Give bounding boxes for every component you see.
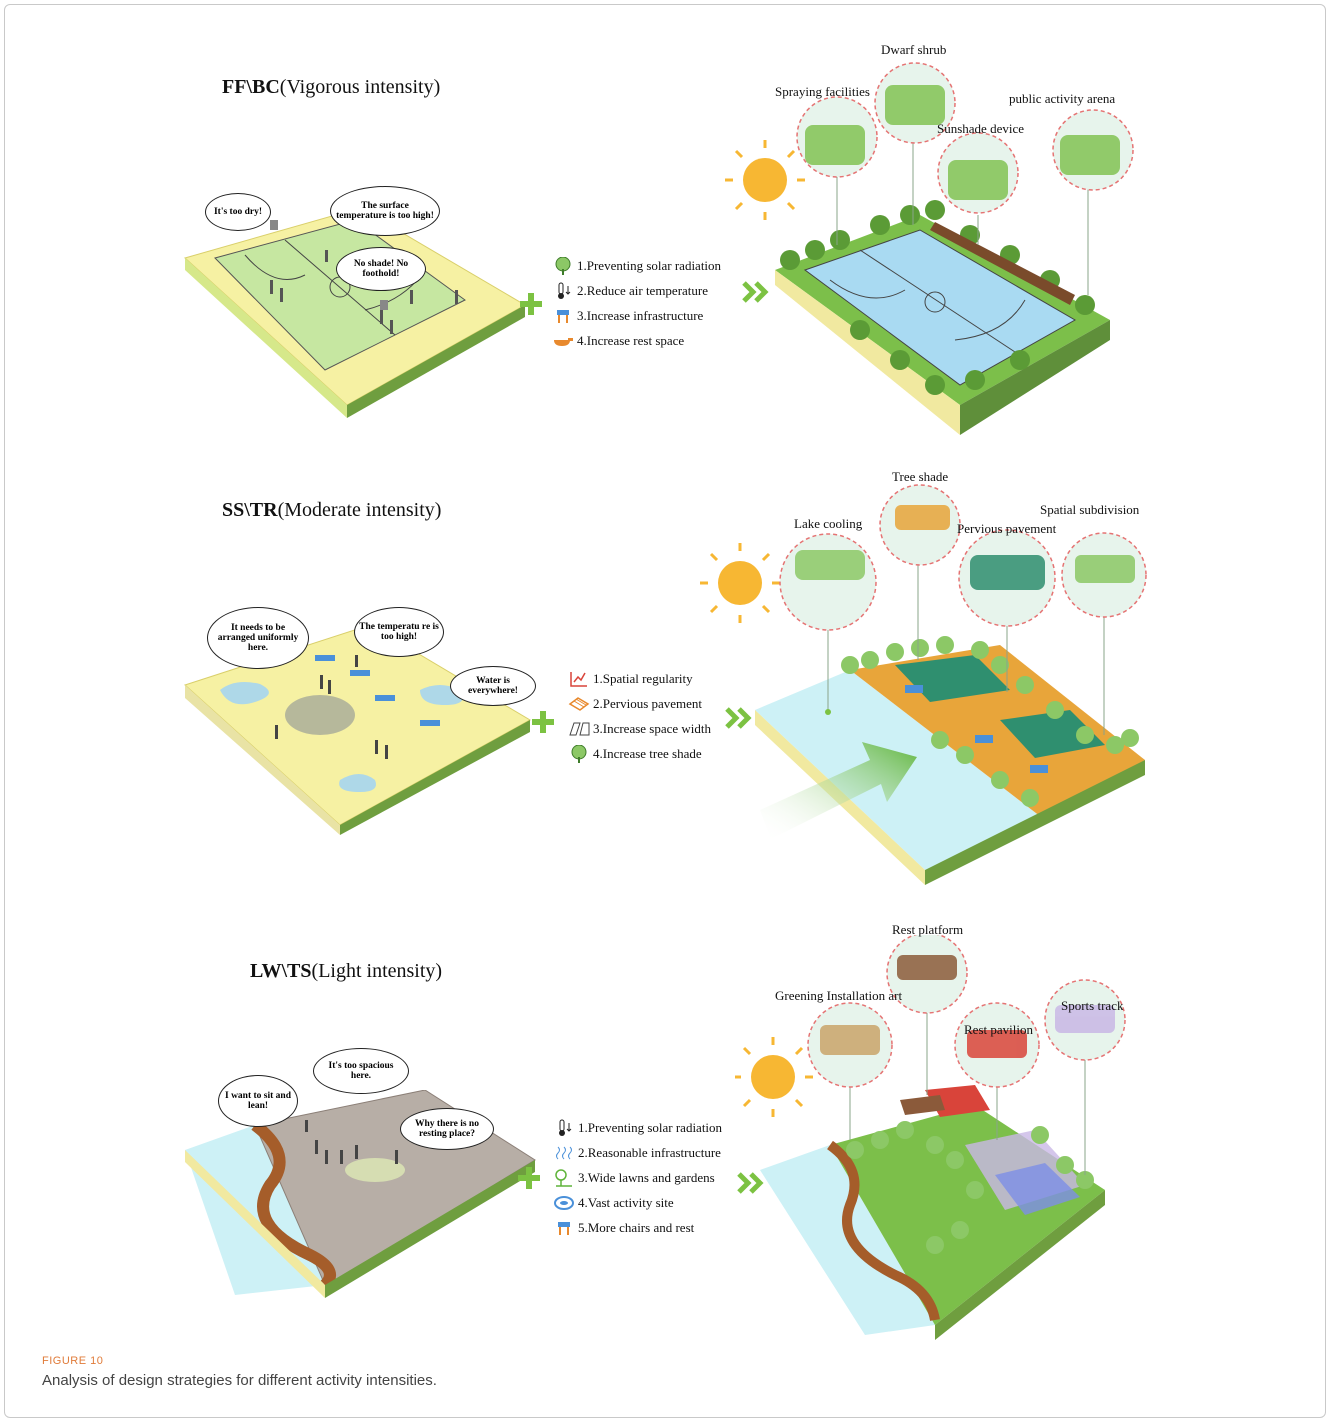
row1-strategy-list: 1.Preventing solar radiation 2.Reduce ai… — [552, 253, 721, 353]
row1-callout-1: Dwarf shrub — [881, 42, 947, 57]
row2-bubble-1: It needs to be arranged uniformly here. — [207, 607, 309, 669]
row3-callout-2: Greening Installation art — [775, 988, 903, 1003]
row2-bubble-3: Water is everywhere! — [450, 666, 536, 706]
regularity-icon — [570, 671, 587, 687]
sun-icon — [700, 543, 780, 623]
row2-before-illustration — [184, 624, 532, 835]
double-chevron-icon — [737, 1172, 764, 1194]
row3-strategy-list: 1.Preventing solar radiation 2.Reasonabl… — [553, 1115, 722, 1240]
row2-callout-2: Lake cooling — [794, 516, 863, 531]
double-chevron-icon — [725, 707, 752, 729]
row1-callout-2: Spraying facilities — [775, 84, 870, 99]
row3-bubble-3: Why there is no resting place? — [400, 1108, 494, 1150]
bench-icon — [558, 1221, 570, 1235]
row2-strategy-1: 1.Spatial regularity — [568, 666, 711, 691]
double-chevron-icon — [742, 281, 769, 303]
row1-title: FF\BC(Vigorous intensity) — [222, 76, 441, 98]
tree-icon — [555, 256, 571, 275]
row1-callout-4: public activity arena — [1009, 91, 1116, 106]
row2-title: SS\TR(Moderate intensity) — [222, 499, 442, 521]
row3-after-illustration — [735, 935, 1126, 1340]
row1-strategy-3: 3.Increase infrastructure — [552, 303, 721, 328]
row3-strategy-3: 3.Wide lawns and gardens — [553, 1165, 722, 1190]
plus-icon — [520, 293, 542, 315]
row3-callout-3: Sports track — [1061, 998, 1124, 1013]
plus-icon — [518, 1167, 540, 1189]
thermometer-icon — [559, 1119, 572, 1136]
sun-icon — [725, 140, 805, 220]
figure-frame — [4, 4, 1326, 1418]
pavement-icon — [568, 696, 590, 711]
row2-after-illustration — [700, 484, 1147, 885]
row2-callout-3: Pervious pavement — [957, 521, 1057, 536]
sun-icon — [735, 1037, 813, 1117]
figure-caption: Analysis of design strategies for differ… — [42, 1372, 437, 1389]
row1-bubble-1: It's too dry! — [205, 193, 271, 231]
row1-callout-3: Sunshade device — [937, 121, 1025, 136]
row3-callout-1: Rest platform — [892, 922, 964, 937]
row3-callout-4: Rest pavilion — [964, 1022, 1033, 1037]
lounge-chair-icon — [554, 337, 573, 346]
row2-strategy-list: 1.Spatial regularity 2.Pervious pavement… — [568, 666, 711, 766]
row2-strategy-3: 3.Increase space width — [568, 716, 711, 741]
heat-waves-icon — [556, 1146, 572, 1159]
row1-bubble-2: The surface temperature is too high! — [330, 186, 440, 236]
row3-bubble-1: I want to sit and lean! — [218, 1075, 298, 1127]
row2-callout-1: Tree shade — [892, 469, 949, 484]
row1-strategy-1: 1.Preventing solar radiation — [552, 253, 721, 278]
row3-strategy-4: 4.Vast activity site — [553, 1190, 722, 1215]
row3-title: LW\TS(Light intensity) — [250, 960, 443, 982]
row1-strategy-2: 2.Reduce air temperature — [552, 278, 721, 303]
row1-strategy-4: 4.Increase rest space — [552, 328, 721, 353]
row3-bubble-2: It's too spacious here. — [313, 1048, 409, 1094]
row2-strategy-4: 4.Increase tree shade — [568, 741, 711, 766]
row2-callout-4: Spatial subdivision — [1040, 502, 1140, 517]
figure-label: FIGURE 10 — [42, 1355, 104, 1367]
row2-bubble-2: The temperatu re is too high! — [354, 607, 444, 657]
row2-strategy-2: 2.Pervious pavement — [568, 691, 711, 716]
row1-bubble-3: No shade! No foothold! — [336, 247, 426, 291]
row3-strategy-5: 5.More chairs and rest — [553, 1215, 722, 1240]
track-icon — [554, 1195, 574, 1210]
thermometer-icon — [558, 282, 571, 299]
plus-icon — [532, 711, 554, 733]
bench-icon — [557, 309, 569, 323]
tree-icon — [571, 744, 587, 763]
space-width-icon — [569, 722, 590, 735]
garden-icon — [555, 1168, 572, 1187]
row3-strategy-2: 2.Reasonable infrastructure — [553, 1140, 722, 1165]
row3-strategy-1: 1.Preventing solar radiation — [553, 1115, 722, 1140]
row1-after-illustration — [725, 62, 1134, 435]
